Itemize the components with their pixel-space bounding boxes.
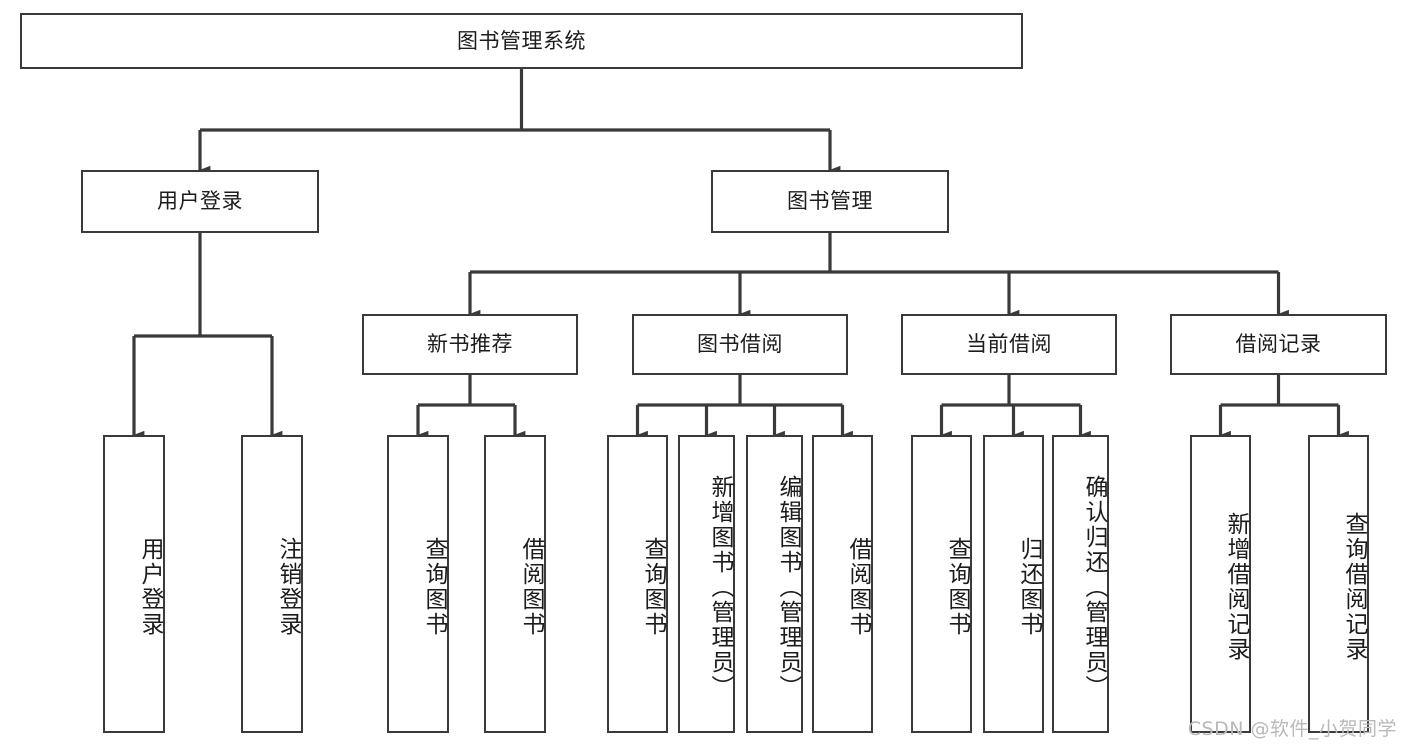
node-leaf-query-books-borrow[interactable]: 查询图书 [607,435,668,733]
node-label: 新书推荐 [427,332,513,357]
node-book-borrow[interactable]: 图书借阅 [632,314,848,375]
node-current-borrow[interactable]: 当前借阅 [901,314,1117,375]
node-leaf-borrow-books-recommend[interactable]: 借阅图书 [484,435,546,733]
node-label: 图书管理系统 [457,28,586,53]
node-label: 用户登录 [137,537,163,637]
node-leaf-logout[interactable]: 注销登录 [241,435,303,733]
node-label: 注销登录 [275,537,301,637]
node-label: 编辑图书（管理员） [775,474,801,700]
node-leaf-edit-book-admin[interactable]: 编辑图书（管理员） [746,435,803,733]
node-leaf-user-login[interactable]: 用户登录 [103,435,165,733]
node-label: 当前借阅 [966,332,1052,357]
node-label: 图书管理 [787,189,873,214]
node-label: 查询图书 [640,537,666,637]
node-leaf-query-borrow-record[interactable]: 查询借阅记录 [1308,435,1369,733]
node-user-login[interactable]: 用户登录 [81,170,319,233]
node-label: 查询图书 [944,537,970,637]
node-root[interactable]: 图书管理系统 [20,13,1023,69]
node-new-book-recommend[interactable]: 新书推荐 [362,314,578,375]
node-borrow-record[interactable]: 借阅记录 [1170,314,1387,375]
node-label: 借阅图书 [518,537,544,637]
node-label: 查询借阅记录 [1341,512,1367,662]
node-leaf-query-books-recommend[interactable]: 查询图书 [387,435,449,733]
node-label: 图书借阅 [697,332,783,357]
node-label: 借阅记录 [1235,332,1322,357]
node-label: 新增图书（管理员） [707,474,733,700]
node-leaf-confirm-return-admin[interactable]: 确认归还（管理员） [1052,435,1109,733]
node-label: 归还图书 [1016,537,1042,637]
node-book-management[interactable]: 图书管理 [711,170,949,233]
node-label: 查询图书 [421,537,447,637]
node-leaf-add-book-admin[interactable]: 新增图书（管理员） [678,435,735,733]
node-label: 借阅图书 [845,537,871,637]
node-label: 用户登录 [157,189,243,214]
node-label: 新增借阅记录 [1223,512,1249,662]
node-leaf-add-borrow-record[interactable]: 新增借阅记录 [1190,435,1251,733]
node-leaf-return-books[interactable]: 归还图书 [983,435,1044,733]
node-label: 确认归还（管理员） [1081,474,1107,700]
node-leaf-query-books-current[interactable]: 查询图书 [911,435,972,733]
node-leaf-borrow-books-borrow[interactable]: 借阅图书 [812,435,873,733]
